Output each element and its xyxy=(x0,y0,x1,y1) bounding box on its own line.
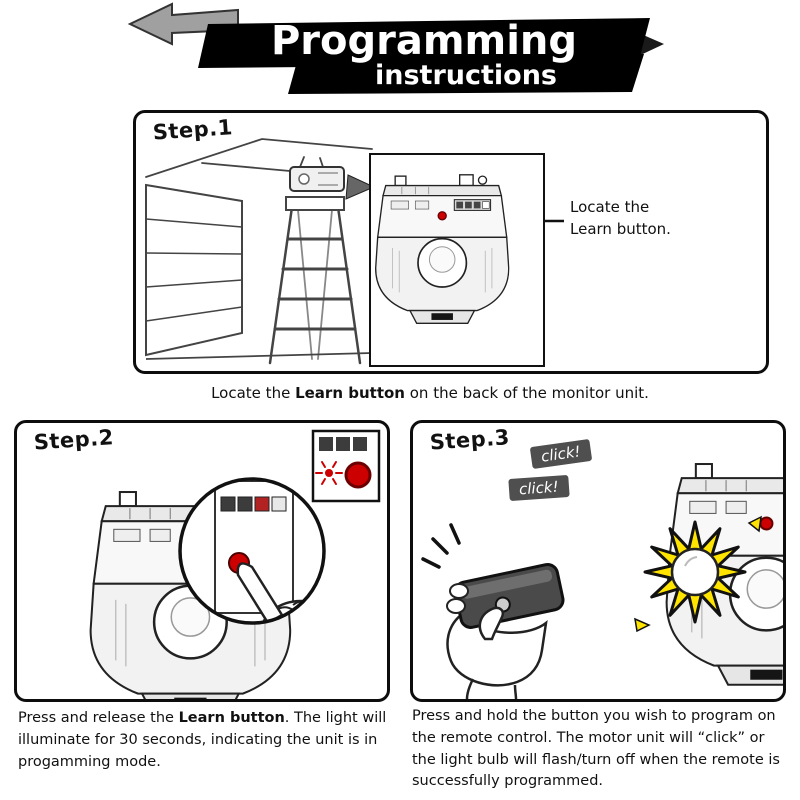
hand-palm xyxy=(446,609,548,687)
banner-subtitle-shape xyxy=(288,54,644,94)
header-banner: Programming instructions xyxy=(127,2,664,94)
learn-button-glow-inset xyxy=(311,429,381,503)
step2-illustration xyxy=(17,429,381,699)
step1-caption-post: on the back of the monitor unit. xyxy=(404,384,649,402)
step2-panel: Step.2 xyxy=(14,420,390,702)
step2-caption-bold: Learn button xyxy=(178,710,285,726)
remote-control xyxy=(453,563,565,629)
learn-button-callout: Locate the Learn button. xyxy=(570,198,671,238)
step2-caption-pre: Press and release the xyxy=(18,710,179,726)
step3-caption: Press and hold the button you wish to pr… xyxy=(412,708,780,790)
garage-scene-illustration xyxy=(145,138,376,365)
click-bubble: click! xyxy=(508,474,570,502)
remote-hand-illustration xyxy=(421,523,565,699)
step3-panel: Step.3 click! click! xyxy=(410,420,786,702)
step1-caption-pre: Locate the xyxy=(211,384,296,402)
thumb xyxy=(478,606,504,641)
scene-pointer-icon xyxy=(345,174,376,200)
header-subtitle: instructions xyxy=(375,60,557,91)
learn-button-lit xyxy=(344,461,372,489)
step1-panel: Step.1 xyxy=(133,110,769,374)
flash-starburst xyxy=(643,520,747,624)
step3-illustration xyxy=(421,423,783,699)
click-vibration-marks xyxy=(421,523,461,569)
magnifier-detail xyxy=(178,477,326,625)
step1-caption: Locate the Learn button on the back of t… xyxy=(100,384,760,402)
motor-unit-illustration xyxy=(371,155,539,361)
motor-unit-inset xyxy=(369,153,545,367)
pressing-finger xyxy=(236,562,284,622)
header-title: Programming xyxy=(271,18,577,64)
step1-caption-bold: Learn button xyxy=(295,384,405,402)
light-bulb xyxy=(670,547,720,597)
step2-caption: Press and release the Learn button. The … xyxy=(18,708,398,773)
step2-caption-post: . The light will illuminate for 30 secon… xyxy=(18,710,387,770)
